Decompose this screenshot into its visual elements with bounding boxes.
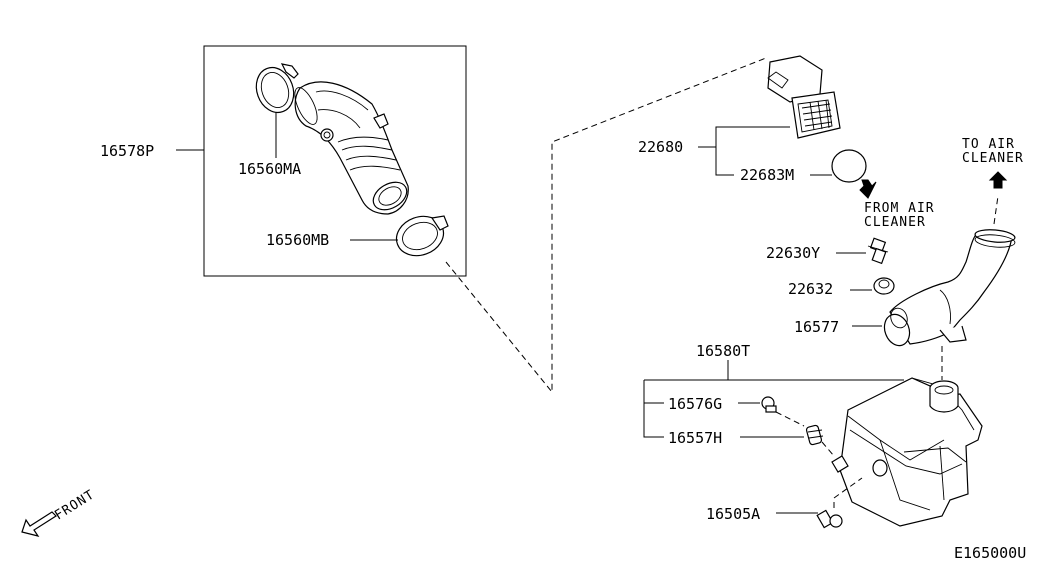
dashed-16505a — [833, 477, 863, 508]
note-to-air-cleaner-2: CLEANER — [962, 151, 1024, 166]
resonator-16580t[interactable] — [831, 377, 983, 527]
clamp-16560ma[interactable] — [250, 62, 300, 118]
dashed-16557h — [821, 441, 835, 457]
dashed-link — [445, 57, 767, 394]
note-from-air-cleaner-2: CLEANER — [864, 215, 926, 230]
label-16577: 16577 — [794, 318, 839, 336]
note-from-air-cleaner-1: FROM AIR — [864, 201, 935, 216]
dashed-to-air-cleaner — [993, 195, 999, 225]
label-22632: 22632 — [788, 280, 833, 298]
leader-22683m — [715, 147, 734, 176]
label-16560ma: 16560MA — [238, 160, 301, 178]
leader-bracket-16580t — [643, 380, 664, 438]
label-16557h: 16557H — [668, 429, 722, 447]
sensor-22630y[interactable] — [867, 237, 889, 265]
label-16580t: 16580T — [696, 342, 750, 360]
to-air-cleaner-arrow — [988, 171, 1008, 189]
grommet-22632[interactable] — [873, 277, 895, 295]
label-16576g: 16576G — [668, 395, 722, 413]
diagram-id: E165000U — [954, 544, 1026, 562]
label-16560mb: 16560MB — [266, 231, 329, 249]
air-duct-16577[interactable] — [880, 228, 1016, 349]
bolt-16505a[interactable] — [816, 509, 843, 529]
front-label: FRONT — [52, 487, 97, 523]
mass-air-flow-sensor-22680[interactable] — [767, 55, 841, 139]
from-air-cleaner-arrow — [859, 179, 877, 199]
label-22630y: 22630Y — [766, 244, 820, 262]
label-22683m: 22683M — [740, 166, 794, 184]
bolt-16576g[interactable] — [761, 396, 777, 413]
grommet-16557h[interactable] — [805, 424, 824, 446]
label-22680: 22680 — [638, 138, 683, 156]
dashed-16576g — [775, 411, 805, 427]
gasket-22683m[interactable] — [831, 149, 867, 183]
clamp-16560mb[interactable] — [391, 210, 449, 262]
leader-22680 — [698, 126, 790, 148]
inset-frame — [203, 45, 467, 277]
note-to-air-cleaner-1: TO AIR — [962, 137, 1015, 152]
intake-duct-16578p[interactable] — [290, 81, 411, 215]
label-16505a: 16505A — [706, 505, 760, 523]
label-16578p: 16578P — [100, 142, 154, 160]
front-arrow-icon — [21, 511, 57, 537]
